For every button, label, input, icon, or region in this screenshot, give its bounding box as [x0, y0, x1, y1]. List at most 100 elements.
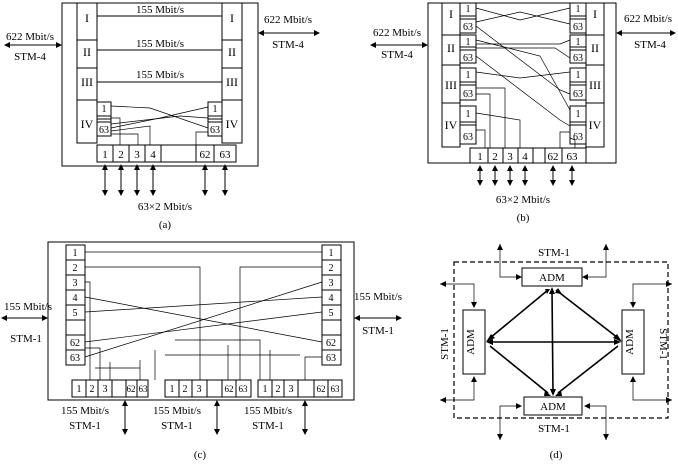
group-label-4: IV — [81, 117, 94, 131]
link-rate-label: 155 Mbit/s — [136, 4, 184, 16]
panel-d: ADM ADM ADM ADM — [439, 244, 672, 461]
left-stm-label: STM-1 — [10, 333, 42, 345]
left-rate-label: 155 Mbit/s — [4, 301, 52, 313]
trib-label: 3 — [103, 384, 108, 395]
slot-label: 62 — [70, 338, 80, 349]
adm-label: ADM — [465, 329, 477, 355]
bottom-rate-label: 155 Mbit/s — [153, 405, 201, 417]
tu-label-bottom: 63 — [573, 89, 583, 100]
group-label-4: IV — [226, 117, 239, 131]
trib-label: 2 — [183, 384, 188, 395]
tu-stack-left: 1 63 1 63 1 63 1 63 — [459, 2, 477, 145]
tu-label-top: 1 — [576, 109, 581, 120]
trib-label: 3 — [197, 384, 202, 395]
panel-a-left-column — [76, 2, 98, 144]
trib-label: 3 — [134, 149, 140, 161]
slot-label: 1 — [329, 248, 334, 259]
group-label-1: I — [449, 7, 453, 21]
ring-dashed-frame — [453, 261, 669, 419]
left-rate-label: 622 Mbit/s — [373, 27, 421, 39]
slot-label: 4 — [329, 293, 334, 304]
group-label-3: III — [445, 78, 457, 92]
slot-label: 63 — [70, 353, 80, 364]
slot-label: 5 — [329, 308, 334, 319]
trib-group-2: 1 2 3 62 63 — [164, 379, 252, 398]
trib-arrows — [477, 165, 575, 186]
slot-label: 3 — [329, 278, 334, 289]
trib-label: 63 — [567, 151, 579, 163]
group-label-2: II — [591, 41, 599, 55]
tu-label-bottom: 63 — [463, 53, 473, 64]
slot-label: 3 — [73, 278, 78, 289]
trib-label: 1 — [77, 384, 82, 395]
group-label-3: III — [81, 75, 93, 89]
bottom-rate-label: 155 Mbit/s — [244, 405, 292, 417]
trib-label: 1 — [170, 384, 175, 395]
group-label-1: I — [85, 11, 89, 25]
tu-label-top: 1 — [576, 70, 581, 81]
group-label-4: IV — [445, 118, 458, 132]
panel-b-caption: (b) — [517, 212, 530, 224]
trib-label: 4 — [522, 151, 528, 163]
trib-label: 63 — [220, 149, 232, 161]
trib-label: 62 — [200, 149, 211, 161]
trib-label: 4 — [150, 149, 156, 161]
trib-group-3: 1 2 3 62 63 — [257, 379, 343, 398]
left-rate-label: 622 Mbit/s — [6, 31, 54, 43]
group-label-1: I — [593, 7, 597, 21]
group-label-1: I — [230, 11, 234, 25]
panel-c-connections — [84, 251, 323, 380]
stm-label-top: STM-1 — [538, 247, 570, 259]
tu-label-bottom: 63 — [463, 89, 473, 100]
panel-a-right-column — [221, 2, 243, 144]
right-stm-label: STM-4 — [634, 39, 666, 51]
right-stm-label: STM-1 — [362, 325, 394, 337]
link-rate-label: 155 Mbit/s — [136, 69, 184, 81]
adm-label: ADM — [540, 401, 566, 413]
adm-label: ADM — [624, 329, 636, 355]
trib-label: 2 — [276, 384, 281, 395]
tu-label-bottom: 63 — [573, 22, 583, 33]
right-rate-label: 155 Mbit/s — [354, 291, 402, 303]
trib-label: 62 — [317, 384, 326, 394]
trib-arrows — [122, 400, 308, 435]
trib-arrows — [102, 164, 228, 196]
panel-b: I II III IV I II III IV 1 63 1 63 1 63 1… — [370, 2, 676, 224]
trib-label: 1 — [102, 149, 108, 161]
stm-label-right: STM-1 — [657, 328, 669, 360]
group-label-2: II — [447, 41, 455, 55]
group-label-3: III — [589, 78, 601, 92]
tu-label-top: 1 — [102, 104, 107, 115]
trib-group-1: 1 2 3 62 63 — [71, 379, 149, 398]
panel-b-connections — [475, 7, 576, 150]
trib-label: 2 — [118, 149, 124, 161]
panel-c: 1 2 3 4 5 62 63 1 2 3 4 5 62 63 — [1, 241, 402, 461]
right-stm-label: STM-4 — [272, 39, 304, 51]
panel-a-bottom-label: 63×2 Mbit/s — [138, 201, 192, 213]
trib-row — [469, 147, 587, 164]
slot-label: 2 — [329, 263, 334, 274]
mesh-links — [486, 287, 622, 396]
slot-label: 1 — [73, 248, 78, 259]
panel-c-frame — [47, 241, 355, 401]
right-rate-label: 622 Mbit/s — [624, 13, 672, 25]
adm-node-left — [462, 309, 486, 375]
tu-label-bottom: 63 — [573, 53, 583, 64]
tu-label-top: 1 — [466, 109, 471, 120]
trib-label: 2 — [492, 151, 498, 163]
trib-row — [96, 144, 237, 163]
ring-external-arrows — [440, 244, 672, 440]
group-label-2: II — [83, 45, 91, 59]
tu-label-top: 1 — [213, 104, 218, 115]
slot-label: 2 — [73, 263, 78, 274]
group-label-2: II — [228, 45, 236, 59]
tu-label-bottom: 63 — [573, 132, 583, 143]
tu-label-top: 1 — [466, 70, 471, 81]
tu-label-bottom: 63 — [210, 125, 220, 136]
trib-label: 3 — [289, 384, 294, 395]
tu-label-top: 1 — [576, 37, 581, 48]
bottom-rate-label: 155 Mbit/s — [61, 405, 109, 417]
panel-c-caption: (c) — [194, 449, 207, 461]
trib-label: 63 — [239, 384, 249, 394]
